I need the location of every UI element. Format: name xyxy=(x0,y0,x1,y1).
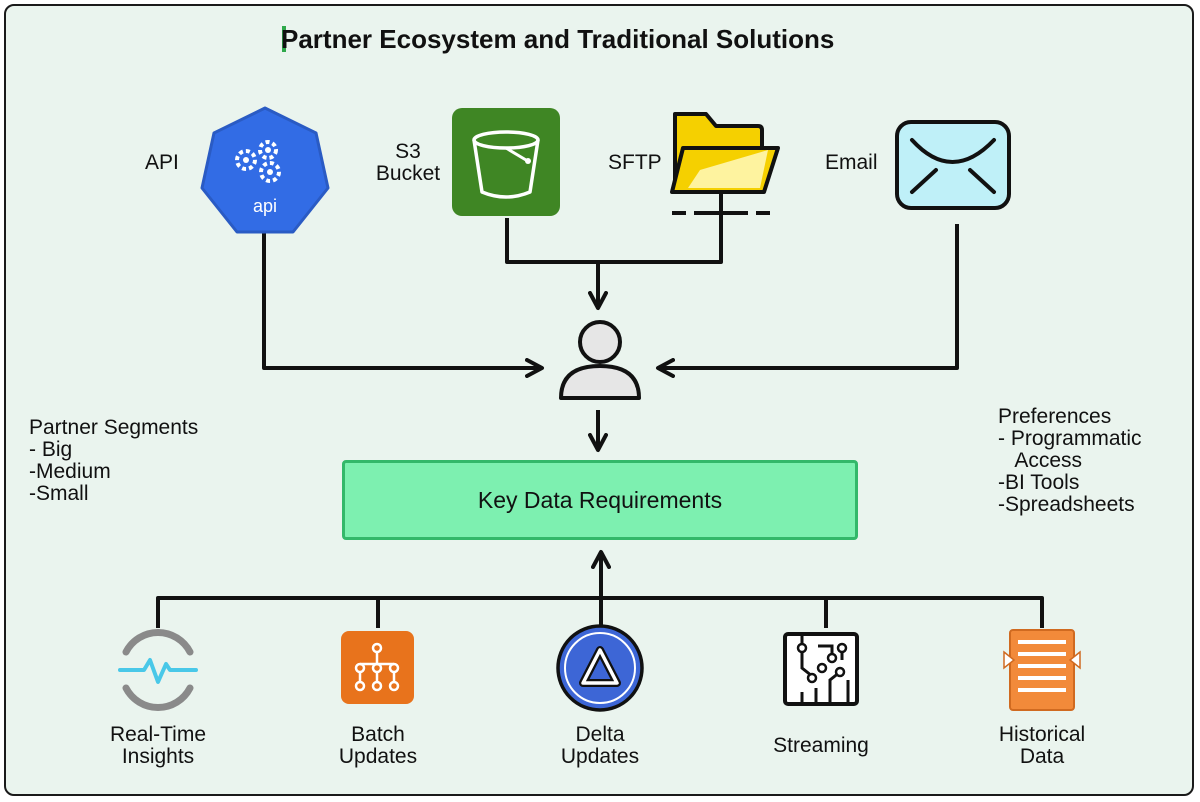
key-data-requirements-box: Key Data Requirements xyxy=(342,460,858,540)
sftp-label: SFTP xyxy=(608,151,662,174)
batch-label: Batch Updates xyxy=(338,723,418,768)
api-icon-text: api xyxy=(253,196,277,216)
delta-label: Delta Updates xyxy=(560,723,640,768)
delta-icon xyxy=(556,624,644,712)
title-accent-bar xyxy=(282,26,286,52)
api-label: API xyxy=(145,151,179,174)
s3-bucket-icon xyxy=(452,108,560,216)
api-connector xyxy=(262,228,544,378)
pulse-icon xyxy=(118,629,198,711)
preferences: Preferences - Programmatic Access -BI To… xyxy=(998,405,1142,516)
page-title: Partner Ecosystem and Traditional Soluti… xyxy=(281,24,835,54)
envelope-icon xyxy=(895,120,1011,210)
partner-segments: Partner Segments - Big -Medium -Small xyxy=(29,416,199,505)
workflow-icon xyxy=(341,631,414,704)
user-icon xyxy=(559,320,641,400)
sftp-connector xyxy=(598,214,723,264)
key-data-requirements-label: Key Data Requirements xyxy=(477,486,723,513)
historical-label: Historical Data xyxy=(998,723,1086,768)
realtime-label: Real-Time Insights xyxy=(109,723,207,768)
email-label: Email xyxy=(825,151,878,174)
folder-network-icon xyxy=(670,112,780,215)
circuit-icon xyxy=(783,632,859,706)
s3-label: S3 Bucket xyxy=(375,140,441,185)
s3-connector xyxy=(505,218,598,264)
kubernetes-api-icon: api xyxy=(200,106,330,234)
email-connector xyxy=(656,224,959,378)
document-icon xyxy=(1003,629,1081,711)
connectors xyxy=(156,214,1044,628)
streaming-label: Streaming xyxy=(773,734,869,757)
